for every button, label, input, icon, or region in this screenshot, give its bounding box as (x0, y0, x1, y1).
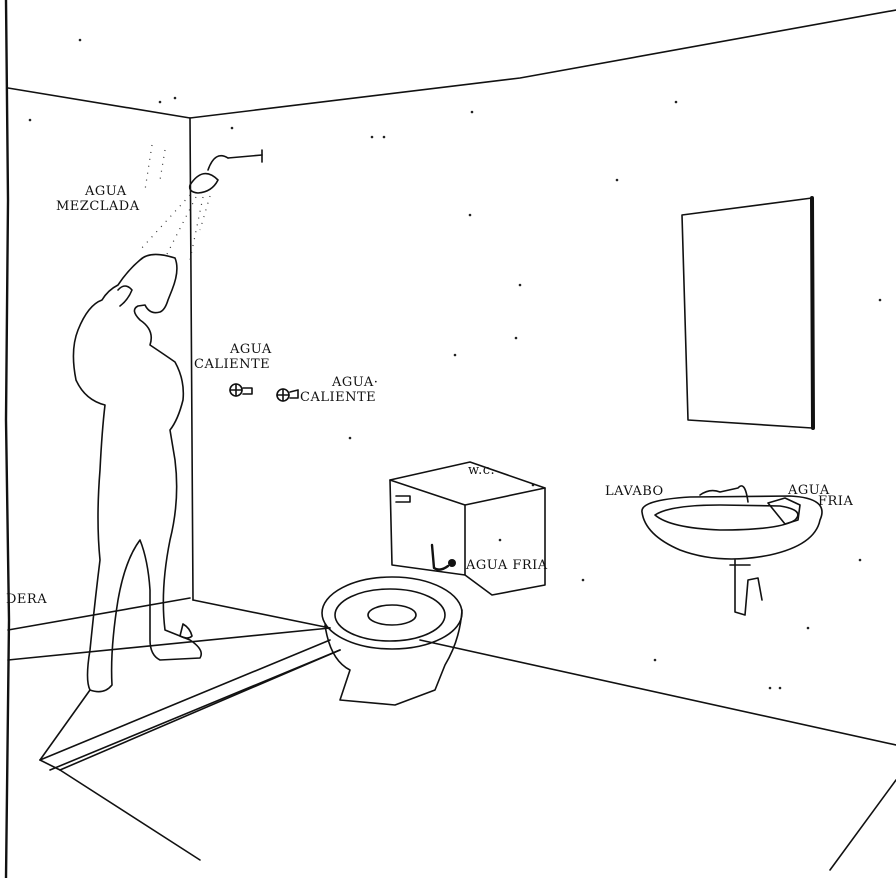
toilet-bowl (322, 577, 462, 705)
label-agua-mezclada-line1: AGUA (68, 184, 140, 199)
label-lavabo: LAVABO (605, 484, 664, 499)
room-walls (8, 10, 896, 870)
label-agua-mezclada-line2: MEZCLADA (56, 199, 140, 214)
shower-head (190, 150, 262, 193)
valve-hot-right (277, 389, 298, 401)
speckle-dots (29, 39, 882, 690)
label-wc: w.c. (468, 463, 495, 478)
label-agua-fria-lavabo: AGUA FRIA (788, 483, 853, 509)
person-arm (118, 286, 132, 306)
label-agua-caliente-left: AGUA CALIENTE (194, 342, 272, 372)
valve-hot-left (230, 384, 252, 396)
toilet-tank (390, 462, 545, 595)
label-agua-fria-wc: AGUA FRIA (466, 558, 548, 573)
label-agua-caliente-right-line1: AGUA· (300, 375, 378, 390)
label-agua-caliente-left-line2: CALIENTE (194, 357, 272, 372)
label-agua-caliente-right-line2: CALIENTE (300, 390, 378, 405)
mirror (682, 198, 813, 428)
label-agua-mezclada: AGUA MEZCLADA (68, 184, 140, 214)
label-agua-caliente-right: AGUA· CALIENTE (300, 375, 378, 405)
left-border-line (6, 0, 9, 878)
label-regadera-partial: DERA (6, 592, 47, 607)
water-spray (140, 145, 210, 260)
label-agua-caliente-left-line1: AGUA (194, 342, 272, 357)
